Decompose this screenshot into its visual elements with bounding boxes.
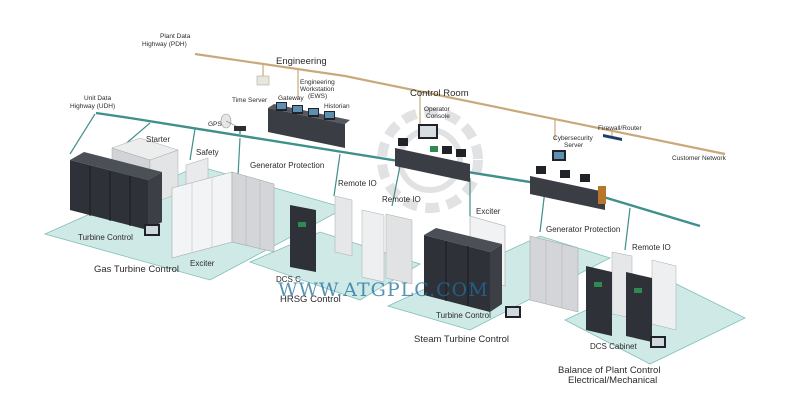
dcs-cabinets-bop [586,266,652,342]
operator-label-2: Console [426,113,450,120]
time-server-label: Time Server [232,97,268,104]
pdh-label-2: Highway (PDH) [142,41,187,48]
steam-turbine-area-label: Steam Turbine Control [414,334,509,345]
exciter-label-2: Exciter [476,207,501,216]
remote-io-cabinets-1 [334,195,413,285]
firewall-router [603,134,622,141]
bop-area-label-1: Balance of Plant Control [558,365,660,376]
remote-io-label-3: Remote IO [632,243,671,252]
historian-label: Historian [324,103,350,110]
hrsg-area-label: HRSG Control [280,294,341,305]
ews-label-3: (EWS) [308,93,327,100]
dcs-cabinet-label: DCS Cabinet [590,342,637,351]
ews-label-2: Workstation [300,86,335,93]
safety-label: Safety [196,148,219,157]
control-room-label: Control Room [410,88,469,99]
firewall-label: Firewall/Router [598,125,643,132]
generator-protection-cabinets-1 [231,171,275,253]
ews-label-1: Engineering [300,79,335,86]
generator-protection-cabinets-2 [529,235,579,313]
customer-network-label: Customer Network [672,155,727,162]
time-server [256,75,270,86]
starter-label: Starter [146,135,170,144]
exciter-label-1: Exciter [190,259,215,268]
pdh-bus [194,52,726,156]
cyber-label-2: Server [564,142,584,149]
remote-io-cabinets-2 [611,251,677,331]
gas-turbine-area-label: Gas Turbine Control [94,264,179,275]
gps-antenna [220,113,246,131]
operator-label-1: Operator [424,106,450,113]
udh-label-2: Highway (UDH) [70,103,115,110]
bop-area-label-2: Electrical/Mechanical [568,375,657,386]
generator-protection-label-2: Generator Protection [546,225,620,234]
turbine-control-label-2: Turbine Control [436,311,491,320]
engineering-consoles [268,102,350,148]
workstation-steam-turbine [505,306,521,318]
dcs-cabinet-hrsg [290,205,316,272]
gps-label: GPS [208,121,222,128]
remote-io-label-1: Remote IO [338,179,377,188]
gateway-label: Gateway [278,95,304,102]
gas-turbine-control-cabinets [70,152,162,230]
workstation-bop [650,336,666,348]
cybersecurity-console [530,150,606,210]
workstation-gas-turbine [144,224,160,236]
turbine-control-label-1: Turbine Control [78,233,133,242]
engineering-label: Engineering [276,56,327,67]
remote-io-label-2: Remote IO [382,195,421,204]
generator-protection-label-1: Generator Protection [250,161,324,170]
operator-console [395,124,470,182]
steam-turbine-control-cabinets [424,228,502,312]
udh-bus [69,111,701,251]
cyber-label-1: Cybersecurity [553,135,593,142]
pdh-label-1: Plant Data [160,33,191,40]
udh-label-1: Unit Data [84,95,111,102]
watermark-url: WWW.ATGPLC.COM [278,279,489,301]
dcs-label-1: DCS C [276,275,301,284]
